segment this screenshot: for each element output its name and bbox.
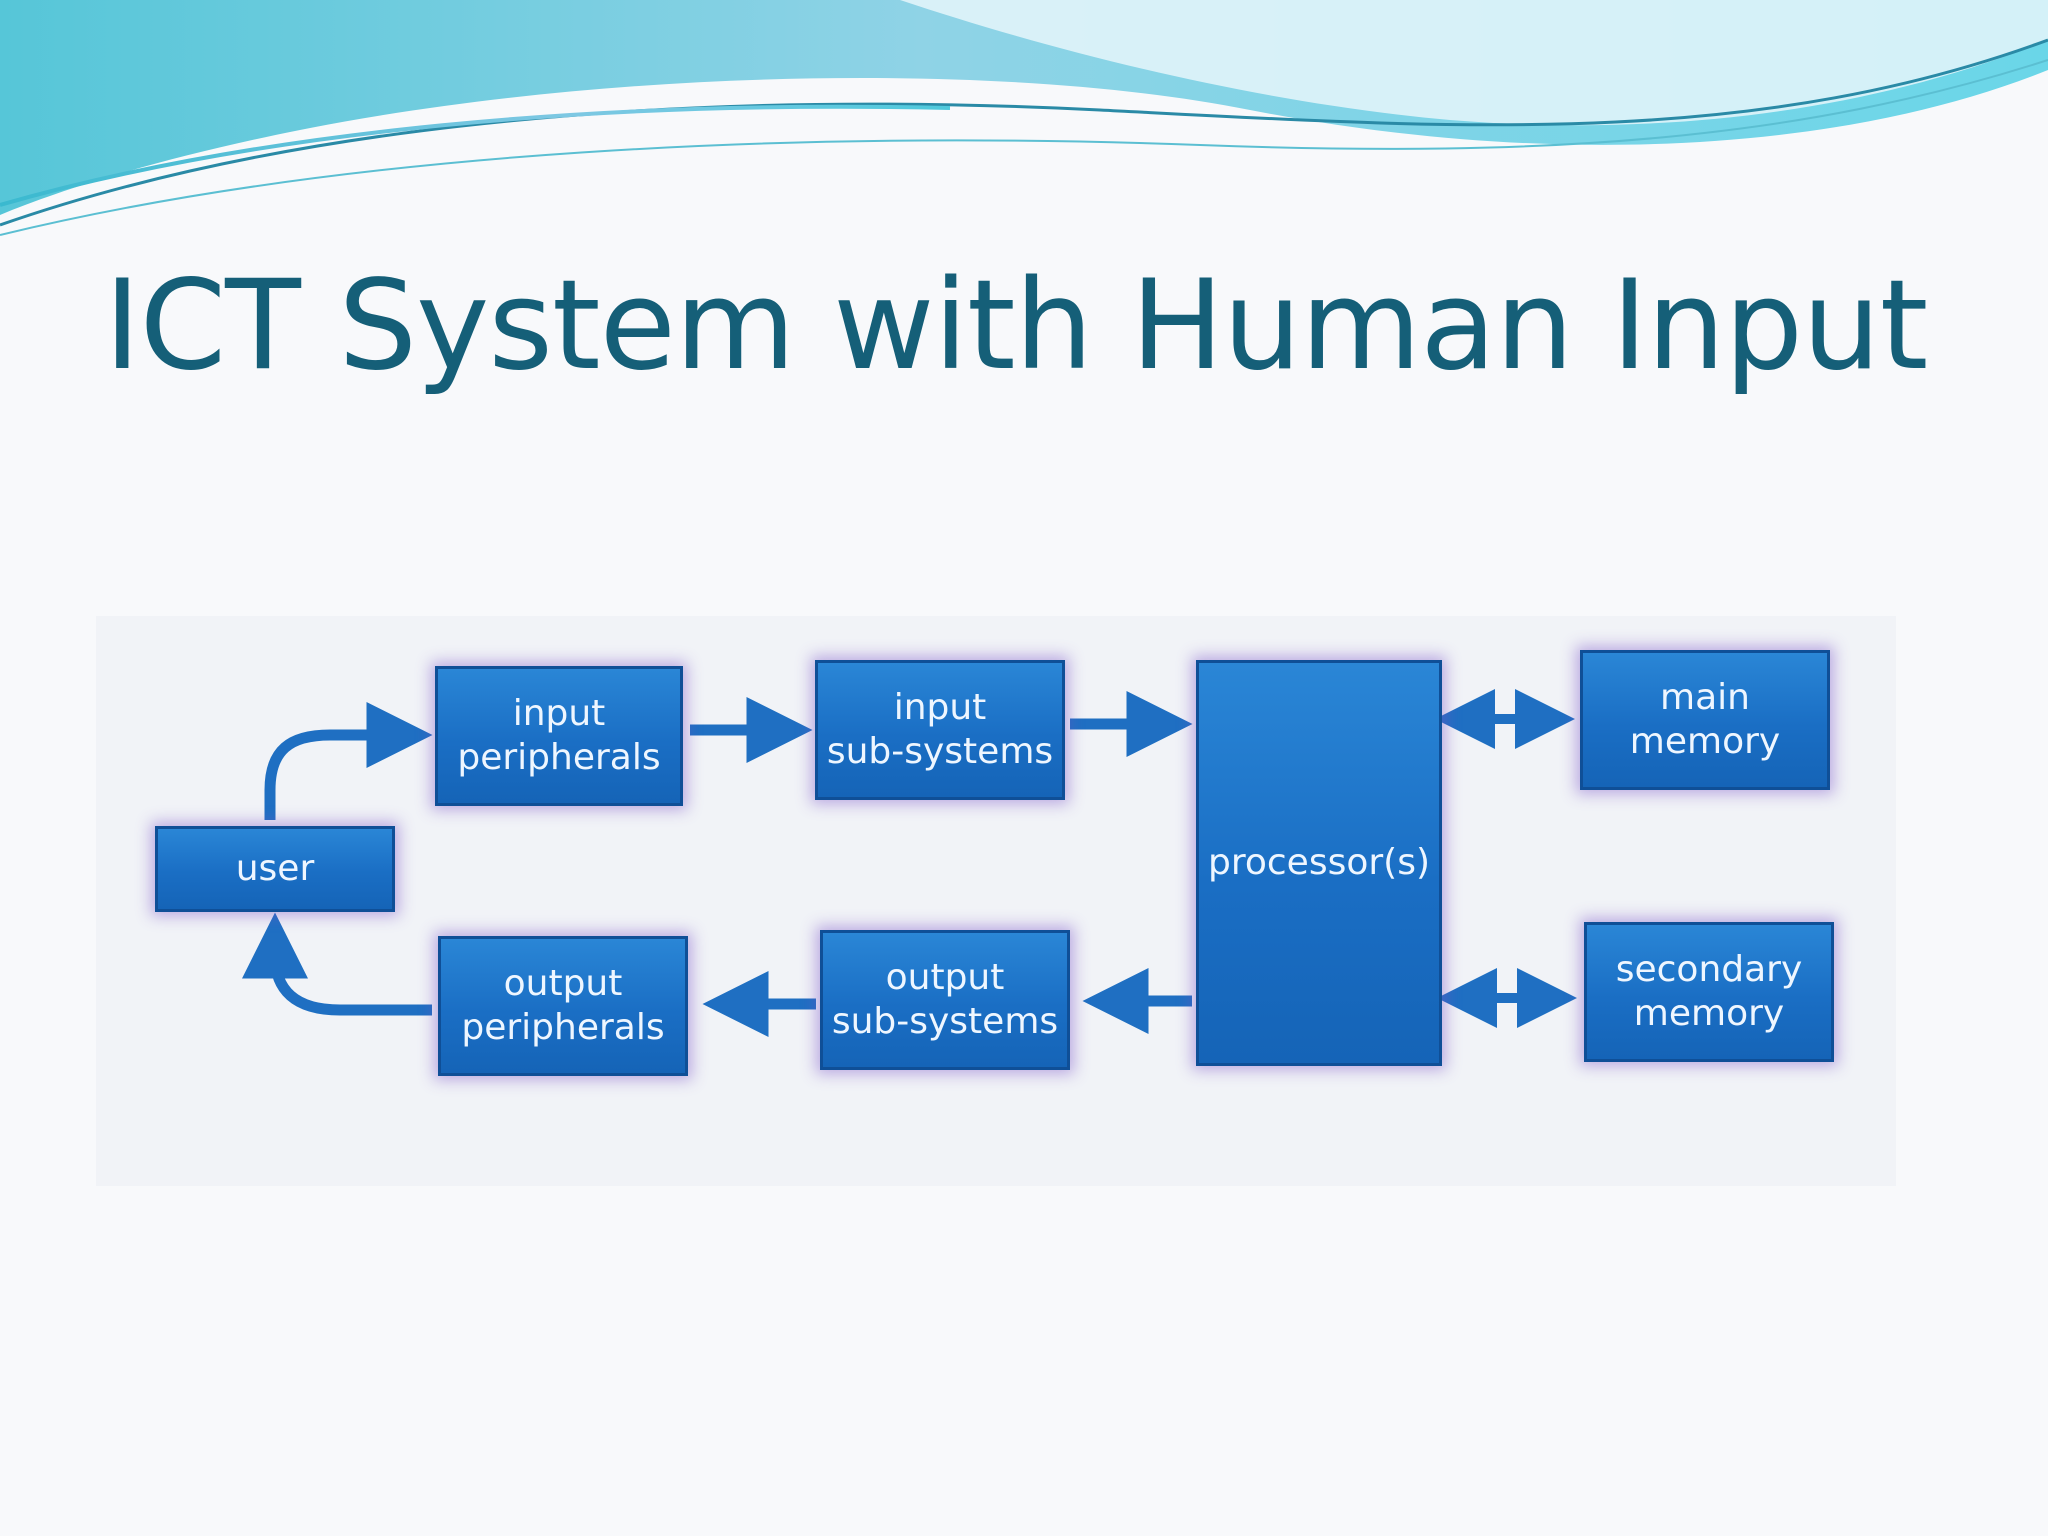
arrow-output-peripherals-to-user [242, 912, 432, 1016]
node-secondary-memory: secondary memory [1584, 922, 1834, 1062]
node-main-memory: main memory [1580, 650, 1830, 790]
node-output-peripherals: output peripherals [438, 936, 688, 1076]
node-processor: processor(s) [1196, 660, 1442, 1066]
node-input-peripherals: input peripherals [435, 666, 683, 806]
node-output-subsystems: output sub-systems [820, 930, 1070, 1070]
arrow-user-to-input-peripherals [264, 702, 433, 820]
node-input-subsystems: input sub-systems [815, 660, 1065, 800]
header-wave-decoration [0, 0, 2048, 236]
node-user: user [155, 826, 395, 912]
slide-title: ICT System with Human Input [104, 254, 1928, 398]
